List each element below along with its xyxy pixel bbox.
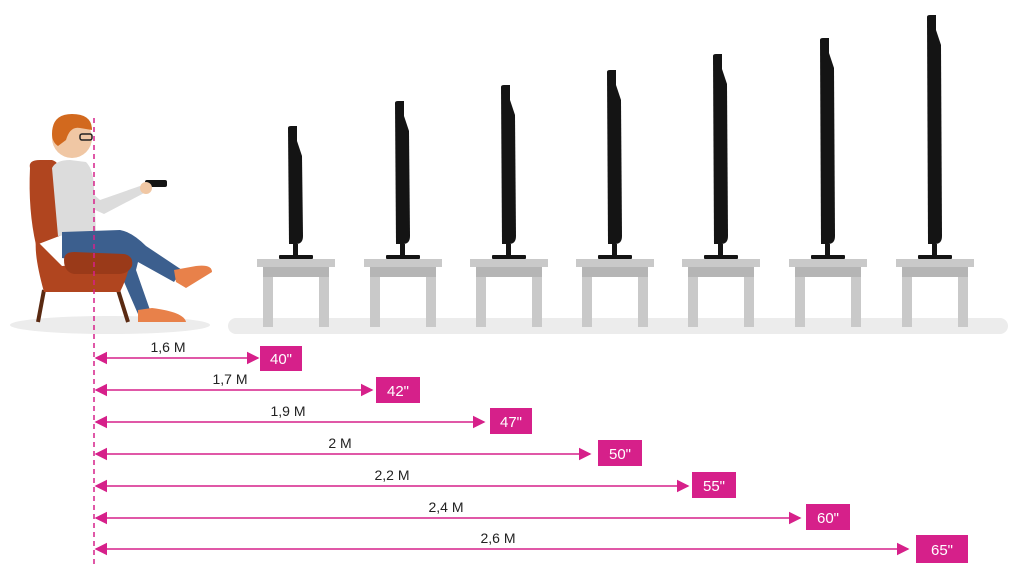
tv-on-table [896, 15, 974, 327]
distance-label: 1,7 M [212, 371, 247, 387]
size-label: 65" [931, 542, 953, 559]
viewer-icon [29, 114, 212, 323]
distance-label: 2 M [328, 435, 351, 451]
viewer-hair [52, 114, 92, 146]
distance-row: 1,9 M 47" [94, 403, 532, 434]
tv-side-view-icon [811, 38, 845, 259]
table-icon [789, 259, 867, 327]
size-badge [490, 408, 532, 434]
glasses-icon [79, 133, 93, 141]
distance-row: 2 M 50" [94, 435, 642, 466]
tv-row [257, 15, 974, 327]
tv-side-view-icon [279, 126, 313, 259]
table-icon [257, 259, 335, 327]
tv-on-table [576, 70, 654, 327]
size-label: 60" [817, 510, 839, 527]
floor-shadow-tvs [228, 318, 1008, 334]
size-badge [916, 535, 968, 563]
size-label: 55" [703, 478, 725, 495]
armchair-leg-back [36, 289, 46, 323]
viewer-arm [82, 186, 146, 214]
table-icon [576, 259, 654, 327]
distance-label: 2,6 M [480, 530, 515, 546]
size-label: 42" [387, 383, 409, 400]
table-icon [470, 259, 548, 327]
size-label: 40" [270, 351, 292, 368]
distance-label: 2,2 M [374, 467, 409, 483]
tv-side-view-icon [492, 85, 526, 259]
tv-on-table [682, 54, 760, 327]
tv-side-view-icon [598, 70, 632, 259]
distance-label: 2,4 M [428, 499, 463, 515]
tv-side-view-icon [386, 101, 420, 259]
size-badge [806, 504, 850, 530]
armchair-arm [64, 252, 133, 274]
distance-row: 2,2 M 55" [94, 467, 736, 498]
table-icon [364, 259, 442, 327]
size-badge [260, 346, 302, 371]
tv-side-view-icon [918, 15, 952, 259]
table-icon [896, 259, 974, 327]
size-badge [376, 377, 420, 403]
viewer-torso [52, 160, 96, 236]
tv-on-table [364, 101, 442, 327]
distance-row: 2,4 M 60" [94, 499, 850, 530]
table-icon [682, 259, 760, 327]
size-label: 50" [609, 446, 631, 463]
tv-on-table [257, 126, 335, 327]
size-label: 47" [500, 414, 522, 431]
viewer-shoe-floor [138, 308, 186, 322]
tv-on-table [470, 85, 548, 327]
viewer-hand [140, 182, 152, 194]
armchair-leg-front [116, 289, 130, 323]
distance-row: 1,6 M 40" [94, 339, 302, 371]
distance-label: 1,9 M [270, 403, 305, 419]
tv-side-view-icon [704, 54, 738, 259]
distance-row: 1,7 M 42" [94, 371, 420, 403]
tv-on-table [789, 38, 867, 327]
size-badge [692, 472, 736, 498]
distance-rows: 1,6 M 40" 1,7 M 42" 1,9 M 47" 2 M 50" 2,… [94, 339, 968, 563]
distance-row: 2,6 M 65" [94, 530, 968, 563]
distance-label: 1,6 M [150, 339, 185, 355]
size-badge [598, 440, 642, 466]
viewer-shoe-raised [174, 265, 212, 288]
